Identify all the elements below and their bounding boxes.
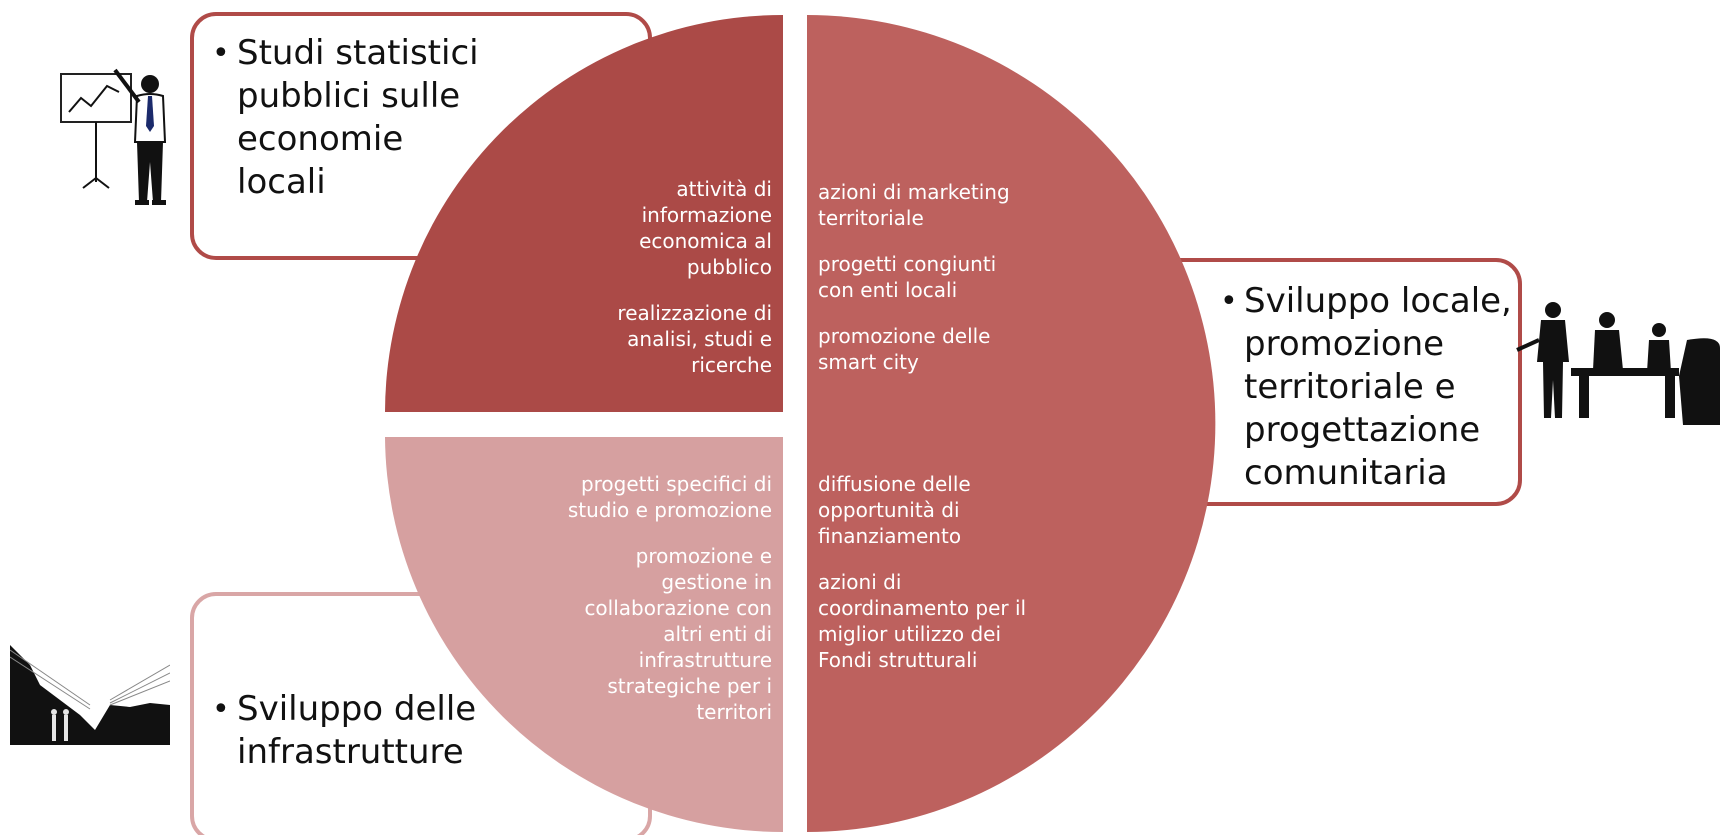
- quadrant-item: diffusione delle opportunità di finanzia…: [818, 472, 971, 548]
- quadrant-item: promozione delle smart city: [818, 324, 991, 374]
- quadrant-text-top-left: attività di informazione economica al pu…: [560, 176, 772, 398]
- bullet-infrastructure: •: [212, 692, 230, 727]
- quadrant-text-top-right: azioni di marketing territoriale progett…: [818, 179, 1078, 395]
- presenter-chart-icon: [55, 62, 175, 212]
- business-meeting-icon: [1515, 300, 1720, 425]
- pie-segment-right: [807, 15, 1216, 832]
- quadrant-item: attività di informazione economica al pu…: [639, 177, 772, 279]
- callout-label-local-development: Sviluppo locale, promozione territoriale…: [1244, 281, 1512, 493]
- skyline-people-icon: [9, 645, 171, 745]
- quadrant-text-bottom-right: diffusione delle opportunità di finanzia…: [818, 471, 1078, 693]
- callout-label-statistics: Studi statistici pubblici sulle economie…: [237, 33, 479, 202]
- quadrant-item: promozione e gestione in collaborazione …: [584, 544, 772, 724]
- bullet-local-development: •: [1220, 284, 1238, 319]
- quadrant-item: realizzazione di analisi, studi e ricerc…: [617, 301, 772, 377]
- quadrant-item: azioni di coordinamento per il miglior u…: [818, 570, 1027, 672]
- pie-segment-top-left: [385, 15, 783, 412]
- quadrant-item: progetti congiunti con enti locali: [818, 252, 997, 302]
- callout-label-infrastructure: Sviluppo delle infrastrutture: [237, 689, 477, 772]
- bullet-statistics: •: [212, 36, 230, 71]
- pie-segment-bottom-left: [385, 437, 783, 832]
- quadrant-item: progetti specifici di studio e promozion…: [567, 472, 772, 522]
- quadrant-text-bottom-left: progetti specifici di studio e promozion…: [510, 471, 772, 745]
- quadrant-item: azioni di marketing territoriale: [818, 180, 1010, 230]
